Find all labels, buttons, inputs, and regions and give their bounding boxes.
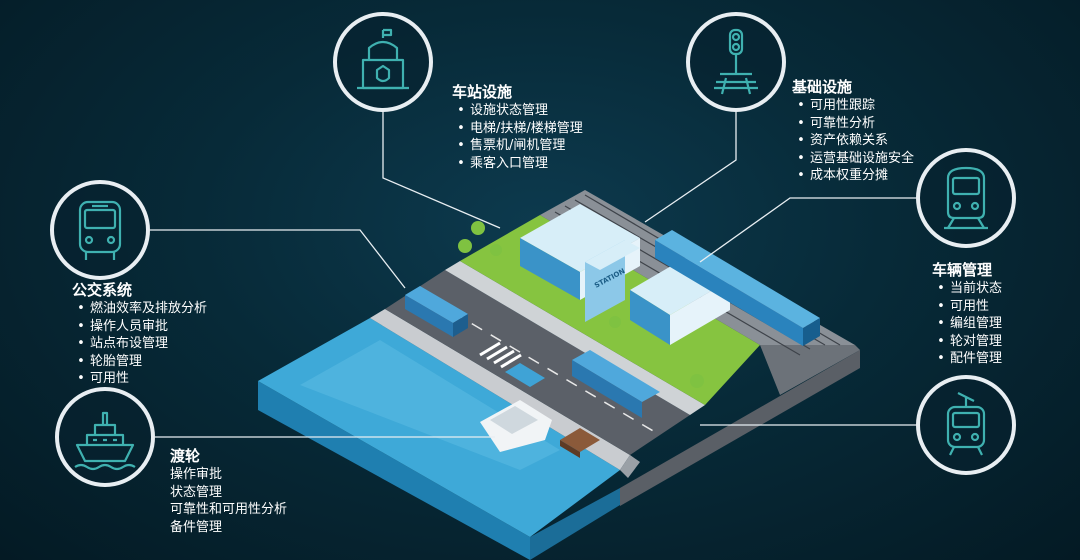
sidewalk	[445, 261, 705, 415]
list-item: 成本权重分摊	[792, 167, 914, 185]
annex-wall-left	[630, 290, 670, 345]
annex-wall-right	[670, 280, 730, 345]
infrastructure-list: 可用性跟踪 可靠性分析 资产依赖关系 运营基础设施安全 成本权重分摊	[792, 97, 914, 185]
rail-bed-edge	[760, 345, 860, 395]
list-item: 可用性跟踪	[792, 97, 914, 115]
trees	[458, 221, 704, 388]
station-tower-top	[585, 240, 640, 270]
tram-circle	[916, 375, 1016, 475]
ship-icon	[74, 411, 136, 471]
embankment	[370, 309, 630, 470]
connector-vehicle	[699, 197, 916, 263]
station-block: 车站设施 设施状态管理 电梯/扶梯/楼梯管理 售票机/闸机管理 乘客入口管理	[452, 82, 583, 172]
station-circle	[333, 12, 433, 112]
bus-icon	[78, 200, 122, 260]
list-item: 售票机/闸机管理	[452, 137, 583, 155]
vehicle-circle	[916, 148, 1016, 248]
list-item: 资产依赖关系	[792, 132, 914, 150]
vehicle-list: 当前状态 可用性 编组管理 轮对管理 配件管理	[932, 280, 1002, 368]
list-item: 可靠性分析	[792, 115, 914, 133]
station-wall-left	[520, 238, 580, 300]
list-item: 可用性	[932, 298, 1002, 316]
connector-infrastructure	[644, 110, 737, 223]
list-item: 配件管理	[932, 350, 1002, 368]
ferry-deck	[490, 406, 538, 434]
list-item: 燃油效率及排放分析	[72, 300, 207, 318]
pier-side	[560, 440, 580, 458]
tram-roof	[572, 350, 660, 402]
infrastructure-title: 基础设施	[792, 78, 853, 96]
list-item: 轮胎管理	[72, 353, 207, 371]
ferry-list: 操作审批 状态管理 可靠性和可用性分析 备件管理	[170, 466, 287, 536]
list-item: 设施状态管理	[452, 102, 583, 120]
station-title: 车站设施	[452, 83, 513, 101]
water-slab-side	[258, 381, 530, 560]
bus-body	[405, 295, 453, 337]
list-item: 编组管理	[932, 315, 1002, 333]
car	[505, 363, 545, 387]
ferry-block: 渡轮 操作审批 状态管理 可靠性和可用性分析 备件管理	[170, 446, 287, 536]
list-item: 状态管理	[170, 484, 223, 500]
list-item: 当前状态	[932, 280, 1002, 298]
tram-body	[572, 360, 642, 418]
bus-front	[453, 314, 468, 337]
list-item: 运营基础设施安全	[792, 150, 914, 168]
traffic-signal-icon	[714, 28, 758, 95]
list-item: 操作人员审批	[72, 318, 207, 336]
bus-roof	[405, 286, 468, 323]
bus-title: 公交系统	[72, 281, 133, 299]
connector-station	[382, 108, 501, 229]
list-item: 轮对管理	[932, 333, 1002, 351]
crosswalk	[479, 341, 522, 369]
bus-circle	[50, 180, 150, 280]
train-roof	[655, 230, 820, 328]
station-building-icon	[357, 28, 409, 90]
train-body	[655, 240, 803, 346]
train-front	[803, 318, 820, 346]
tram-icon	[946, 392, 986, 456]
list-item: 可靠性和可用性分析	[170, 502, 288, 517]
water-slab-front	[530, 488, 620, 560]
bus-list: 燃油效率及排放分析 操作人员审批 站点布设管理 轮胎管理 可用性	[72, 300, 207, 388]
infrastructure-circle	[686, 12, 786, 112]
list-item: 站点布设管理	[72, 335, 207, 353]
list-item: 乘客入口管理	[452, 155, 583, 173]
train-icon	[944, 166, 988, 230]
infrastructure-block: 基础设施 可用性跟踪 可靠性分析 资产依赖关系 运营基础设施安全 成本权重分摊	[792, 77, 914, 185]
list-item: 操作审批	[170, 467, 223, 482]
embankment-edge	[620, 455, 640, 478]
ferry-circle	[55, 387, 155, 487]
ground-slab-side	[620, 350, 860, 506]
list-item: 电梯/扶梯/楼梯管理	[452, 120, 583, 138]
vehicle-block: 车辆管理 当前状态 可用性 编组管理 轮对管理 配件管理	[932, 260, 1002, 368]
list-item: 备件管理	[170, 519, 223, 535]
list-item: 可用性	[72, 370, 207, 388]
connector-bus	[150, 229, 406, 289]
ferry-title: 渡轮	[170, 447, 201, 465]
vehicle-title: 车辆管理	[932, 261, 993, 279]
bus-block: 公交系统 燃油效率及排放分析 操作人员审批 站点布设管理 轮胎管理 可用性	[72, 280, 207, 388]
station-list: 设施状态管理 电梯/扶梯/楼梯管理 售票机/闸机管理 乘客入口管理	[452, 102, 583, 172]
